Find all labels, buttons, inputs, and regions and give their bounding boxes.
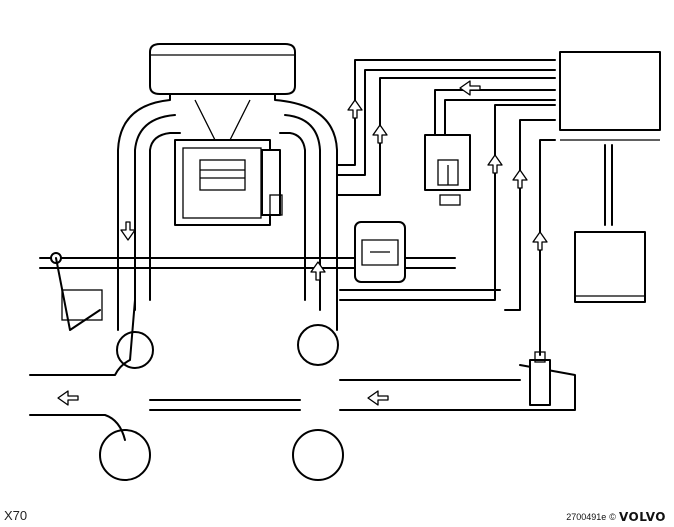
control-lines [336,59,556,356]
brand-logo: VOLVO [618,510,666,524]
intake-loop [117,93,338,331]
arrow-down-icon [120,221,136,241]
throttle-linkage [50,252,103,331]
arrow-up-icon [347,99,363,119]
diaphragm-actuator [354,221,406,283]
engine-block [174,99,283,226]
connector-link [604,144,613,226]
arrow-left-icon [57,390,79,406]
air-filter-housing [149,43,296,95]
arrow-up-icon [310,261,326,281]
solenoid-valve [424,134,471,206]
arrow-left-icon [459,80,481,96]
figure-code-left: X70 [4,508,28,523]
copyright-symbol: © [609,512,616,522]
sensor-box [574,231,646,303]
pressure-sensor [529,351,551,406]
arrow-up-icon [372,124,388,144]
figure-code-right: 2700491e [566,512,607,522]
arrow-up-icon [512,169,528,189]
lower-duct [29,299,576,481]
arrow-up-icon [532,231,548,251]
figure-footer: 2700491e © VOLVO [566,510,666,524]
arrow-left-icon [367,390,389,406]
control-unit-box [559,51,661,141]
arrow-up-icon [487,154,503,174]
